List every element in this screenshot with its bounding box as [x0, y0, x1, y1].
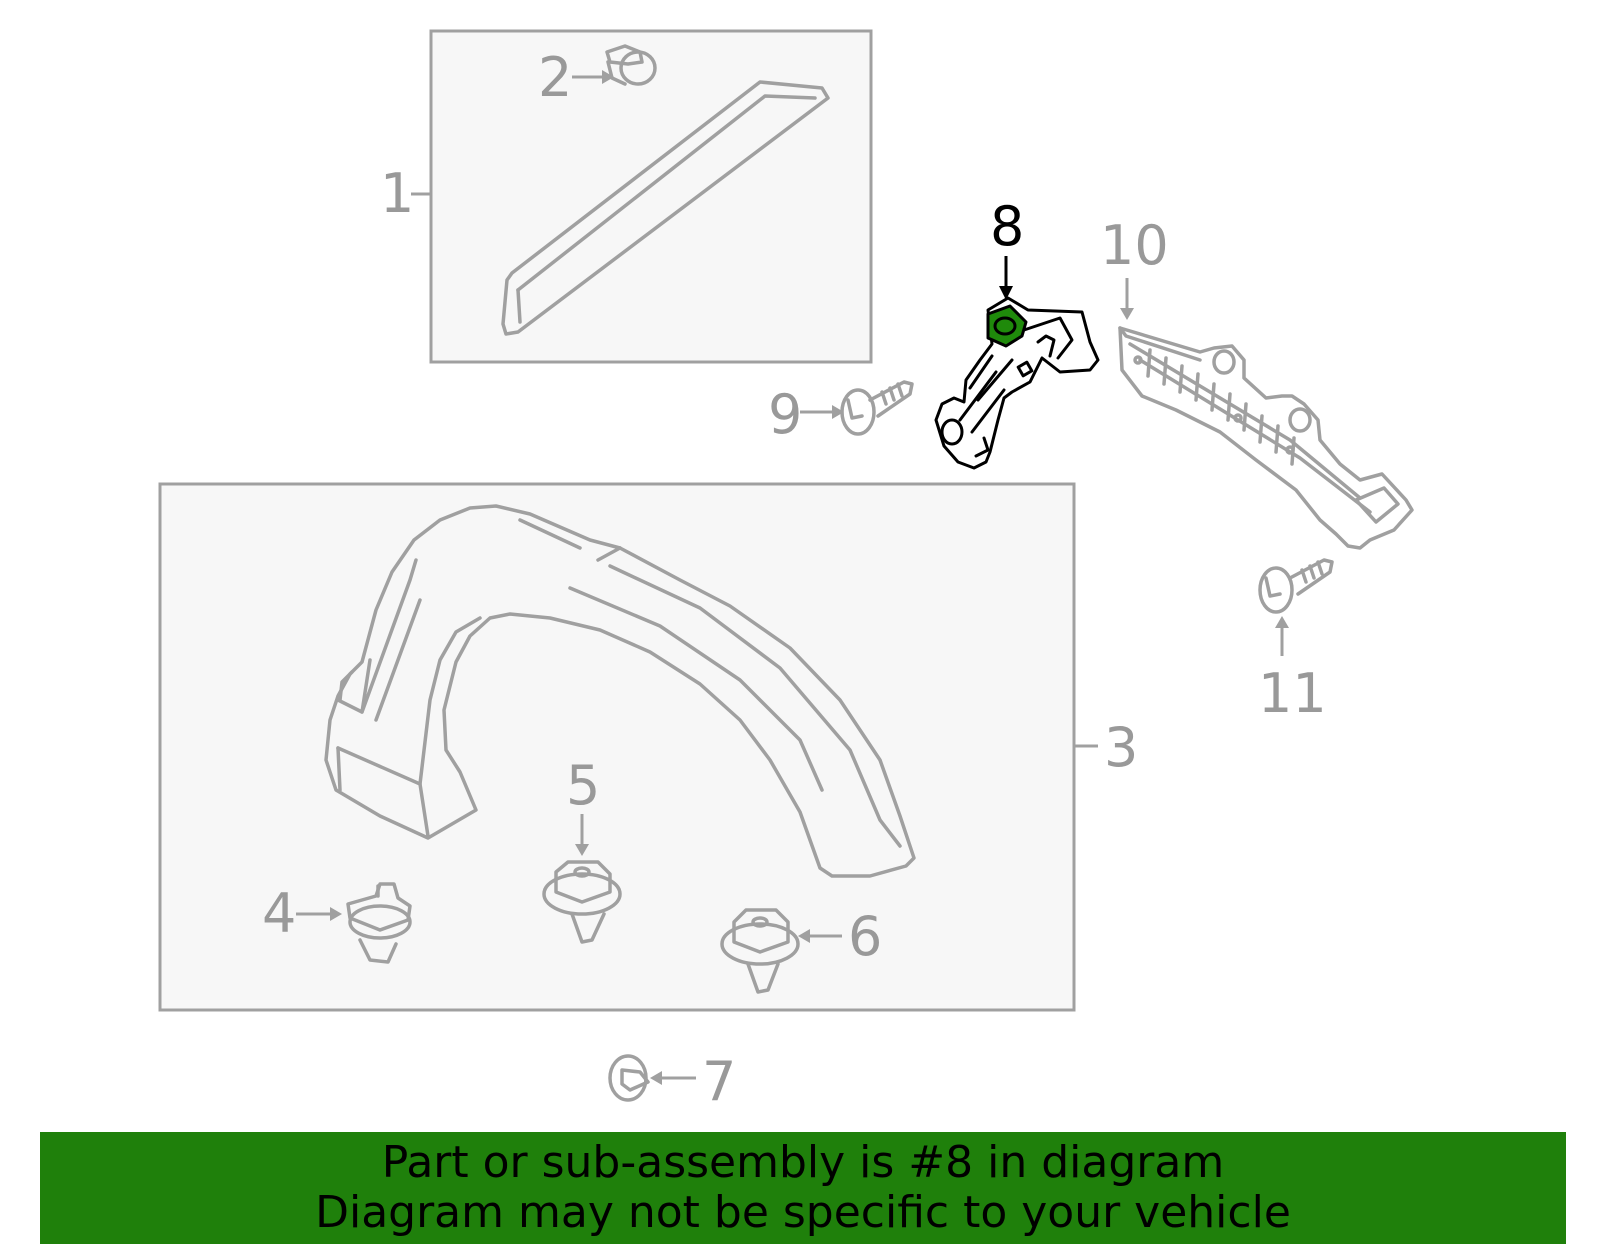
info-banner: Part or sub-assembly is #8 in diagram Di… — [40, 1132, 1566, 1244]
callout-1[interactable]: 1 — [380, 162, 414, 225]
callout-7[interactable]: 7 — [702, 1050, 736, 1113]
part-1-moulding[interactable] — [501, 80, 830, 336]
callout-8[interactable]: 8 — [990, 195, 1024, 258]
callout-3[interactable]: 3 — [1104, 716, 1138, 779]
callout-5[interactable]: 5 — [566, 754, 600, 817]
callout-6[interactable]: 6 — [848, 905, 882, 968]
arrowhead-11 — [1275, 616, 1289, 628]
callout-11[interactable]: 11 — [1258, 662, 1327, 725]
arrowhead-7 — [650, 1071, 662, 1085]
part-3-wheel-arch[interactable] — [324, 504, 916, 878]
part-6-push-pin[interactable] — [720, 908, 800, 994]
callout-4[interactable]: 4 — [262, 882, 296, 945]
arrowhead-6 — [798, 929, 810, 943]
arrowhead-8 — [999, 286, 1013, 300]
part-8-bracket[interactable] — [934, 296, 1100, 470]
subassembly-box-3 — [158, 482, 1076, 1012]
part-4-clip[interactable] — [346, 882, 412, 964]
part-5-push-pin[interactable] — [542, 860, 622, 944]
arrowhead-2 — [602, 70, 614, 84]
arrowhead-4 — [330, 907, 342, 921]
banner-line-part-number: Part or sub-assembly is #8 in diagram — [381, 1137, 1225, 1188]
callout-9[interactable]: 9 — [768, 383, 802, 446]
part-9-screw[interactable] — [840, 380, 914, 436]
banner-line-disclaimer: Diagram may not be specific to your vehi… — [315, 1187, 1291, 1238]
info-banner-background — [40, 1132, 1566, 1244]
part-7-clip[interactable] — [608, 1054, 650, 1102]
callout-10[interactable]: 10 — [1100, 214, 1169, 277]
callout-2[interactable]: 2 — [538, 46, 572, 109]
arrowhead-10 — [1120, 308, 1134, 320]
part-10-bracket[interactable] — [1118, 326, 1414, 550]
part-11-screw[interactable] — [1258, 558, 1334, 614]
arrowhead-9 — [832, 405, 844, 419]
arrowhead-5 — [575, 844, 589, 856]
